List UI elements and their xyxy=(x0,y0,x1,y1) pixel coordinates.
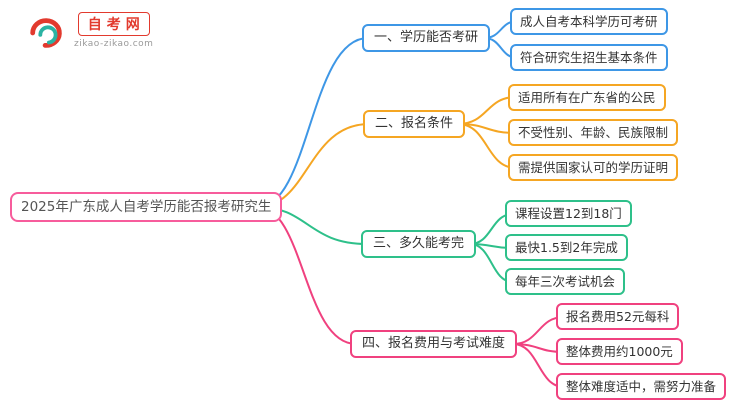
site-logo: 自考网 zikao-zikao.com xyxy=(26,12,153,52)
leaf-node-4-3: 整体难度适中，需努力准备 xyxy=(556,373,727,400)
leaf-node-2-2: 不受性别、年龄、民族限制 xyxy=(508,119,679,146)
leaf-node-3-3: 每年三次考试机会 xyxy=(505,268,626,295)
branch-node-4: 四、报名费用与考试难度 xyxy=(350,330,518,358)
leaf-node-2-3: 需提供国家认可的学历证明 xyxy=(508,154,679,181)
leaf-node-3-2: 最快1.5到2年完成 xyxy=(505,234,628,261)
leaf-node-1-2: 符合研究生招生基本条件 xyxy=(510,44,668,71)
leaf-node-4-1: 报名费用52元每科 xyxy=(556,303,680,330)
branch-node-1: 一、学历能否考研 xyxy=(362,24,491,52)
leaf-node-1-1: 成人自考本科学历可考研 xyxy=(510,8,668,35)
root-node: 2025年广东成人自考学历能否报考研究生 xyxy=(10,192,283,223)
zikao-logo-icon xyxy=(30,18,62,48)
site-domain: zikao-zikao.com xyxy=(74,39,154,49)
leaf-node-4-2: 整体费用约1000元 xyxy=(556,338,683,365)
site-name: 自考网 xyxy=(77,12,150,36)
site-logo-text: 自考网 zikao-zikao.com xyxy=(74,12,153,49)
branch-node-2: 二、报名条件 xyxy=(363,110,466,138)
leaf-node-3-1: 课程设置12到18门 xyxy=(505,200,632,227)
leaf-node-2-1: 适用所有在广东省的公民 xyxy=(508,84,666,111)
branch-node-3: 三、多久能考完 xyxy=(361,230,477,258)
